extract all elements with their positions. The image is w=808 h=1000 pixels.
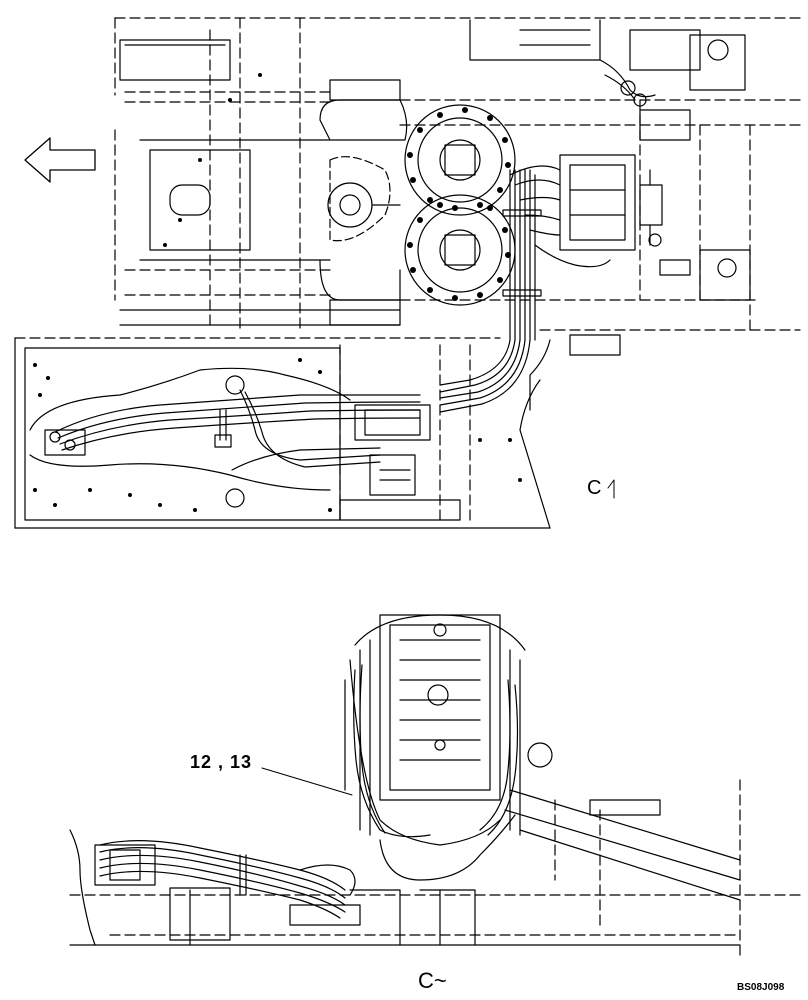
hose-bundle-top xyxy=(439,165,611,413)
view-marker-bottom: C~ xyxy=(418,968,447,993)
swing-bearing xyxy=(319,99,408,301)
lower-frame-bottom xyxy=(69,614,801,956)
frame-bolts xyxy=(33,73,522,512)
lower-frame-top xyxy=(14,334,621,529)
hose-bundle-bottom xyxy=(94,664,519,919)
control-valve-top xyxy=(559,59,663,251)
drawing-code: BS08J098 xyxy=(737,982,785,993)
upper-frame xyxy=(114,17,801,331)
boom-hoses xyxy=(54,389,421,471)
main-pump xyxy=(404,104,516,306)
view-marker-top: C xyxy=(587,477,602,499)
control-valve-middle xyxy=(354,404,431,496)
view-arrow-icon xyxy=(607,479,615,499)
callout-leader-line xyxy=(261,767,353,796)
part-number-callout: 12 , 13 xyxy=(190,752,253,772)
direction-arrow-icon xyxy=(24,137,96,183)
